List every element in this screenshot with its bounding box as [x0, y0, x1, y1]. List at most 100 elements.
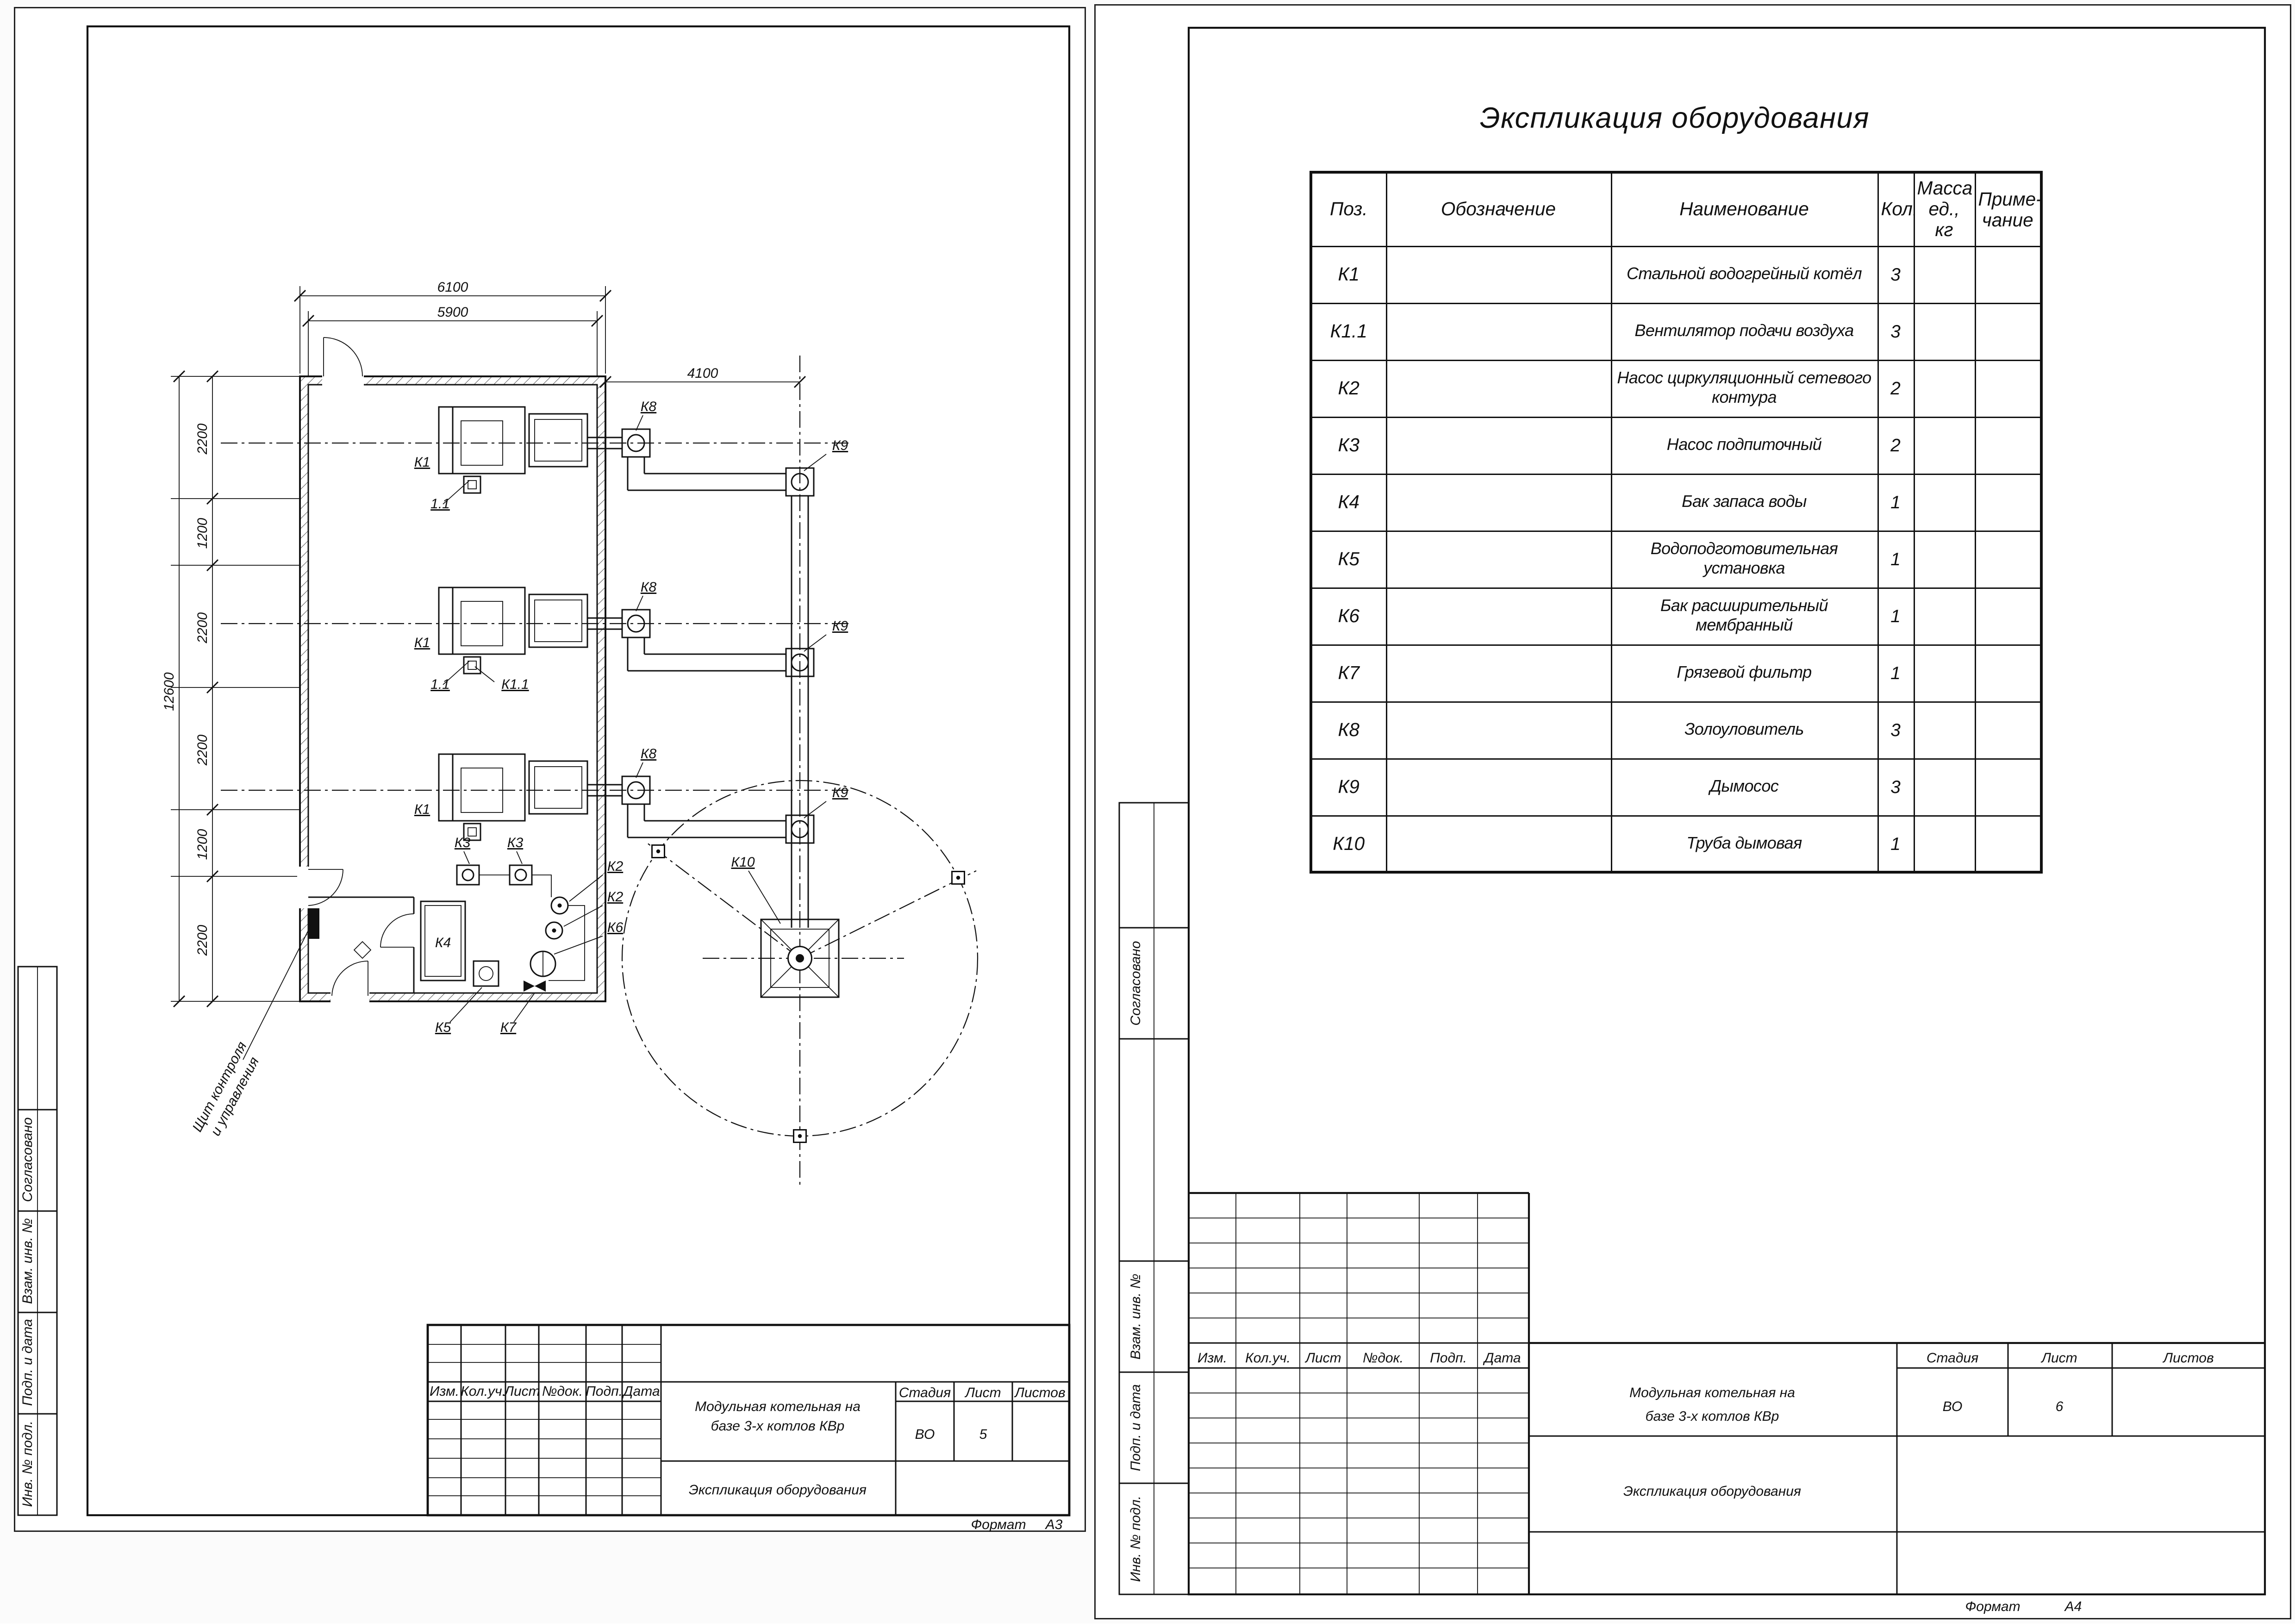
spec-cell: К7 [1310, 643, 1387, 702]
col-data: Дата [622, 1384, 660, 1399]
spec-cell: Насос подпиточный [1610, 416, 1878, 475]
spec-cell [1974, 814, 2042, 873]
stage-value: ВО [915, 1427, 935, 1442]
spec-cell [1913, 416, 1976, 475]
sheet-number: 6 [2056, 1399, 2064, 1414]
spec-cell: 3 [1877, 757, 1915, 816]
spec-cell [1974, 530, 2042, 588]
spec-cell [1974, 245, 2042, 304]
label-k8-2: К8 [641, 580, 657, 595]
spec-cell [1913, 700, 1976, 759]
project-name-line2: базе 3-х котлов КВр [711, 1418, 845, 1434]
spec-cell [1385, 530, 1612, 588]
spec-cell: 1 [1877, 814, 1915, 873]
spec-cell: Вентилятор подачи воздуха [1610, 302, 1878, 361]
format-label: Формат [1965, 1599, 2020, 1614]
side-label-podp-data: Подп. и дата [20, 1319, 35, 1406]
col-izm: Изм. [430, 1384, 459, 1399]
label-k1-2: К1 [414, 635, 430, 650]
project-name-line1: Модульная котельная на [695, 1399, 861, 1414]
plan-drawing: К1К1К11.11.1К1.1К8К8К8К9К9К9К10К3К3К2К2К… [17, 25, 1071, 1532]
spec-cell: Бак расширительный мембранный [1610, 587, 1878, 645]
dim-4100: 4100 [687, 366, 718, 381]
col-ndok: №док. [542, 1384, 583, 1399]
label-k11-ref-1: 1.1 [430, 496, 450, 512]
spec-cell [1974, 302, 2042, 361]
spec-cell [1974, 587, 2042, 645]
side-attachment-table [1118, 802, 1190, 1595]
spec-cell [1385, 757, 1612, 816]
doors [308, 337, 414, 996]
side-attachment-table [17, 966, 58, 1516]
spec-cell: К1.1 [1310, 302, 1387, 361]
spec-cell [1913, 302, 1976, 361]
flue-gas-lines [586, 428, 815, 928]
spec-cell: Бак запаса воды [1610, 473, 1878, 531]
leader-lines [243, 415, 827, 1060]
label-k10: К10 [731, 855, 755, 870]
spec-cell: 1 [1877, 643, 1915, 702]
stage-label: Стадия [899, 1385, 951, 1400]
spec-cell [1974, 643, 2042, 702]
sheet-label: Лист [2040, 1350, 2077, 1366]
doc-title: Экспликация оборудования [1623, 1484, 1801, 1499]
interior-partitions [308, 896, 418, 993]
spec-cell [1385, 416, 1612, 475]
side-label-vzam-inv: Взам. инв. № [20, 1218, 35, 1304]
project-name-line2: базе 3-х котлов КВр [1646, 1409, 1779, 1424]
spec-cell: Грязевой фильтр [1610, 643, 1878, 702]
col-podp: Подп. [586, 1384, 623, 1399]
dimensions [171, 286, 806, 1008]
spec-cell: К8 [1310, 700, 1387, 759]
building-walls [297, 374, 606, 1006]
dim-12600: 12600 [162, 672, 177, 711]
side-label-inv-podl: Инв. № подл. [20, 1421, 35, 1507]
label-k1-3: К1 [414, 802, 430, 817]
spec-cell [1913, 530, 1976, 588]
spec-col-qty: Кол. [1877, 171, 1915, 247]
spec-cell [1913, 245, 1976, 304]
dim-2200-4: 2200 [195, 924, 210, 956]
spec-cell: К4 [1310, 473, 1387, 531]
spec-cell [1385, 643, 1612, 702]
col-koluch: Кол.уч. [1245, 1350, 1291, 1366]
spec-cell [1913, 473, 1976, 531]
dim-1200-2: 1200 [195, 829, 210, 860]
spec-cell: 1 [1877, 530, 1915, 588]
col-list: Лист [503, 1384, 540, 1399]
spec-cell: Стальной водогрейный котёл [1610, 245, 1878, 304]
spec-col-name: Наименование [1610, 171, 1878, 247]
spec-cell [1385, 700, 1612, 759]
guy-wire-anchors [651, 844, 965, 1143]
label-k4: К4 [435, 935, 451, 950]
project-name-line1: Модульная котельная на [1629, 1385, 1795, 1400]
col-list: Лист [1304, 1350, 1341, 1366]
title-block [1189, 1192, 2265, 1594]
spec-cell: Золоуловитель [1610, 700, 1878, 759]
spec-cell: Насос циркуляционный сетевого контура [1610, 359, 1878, 418]
side-label-soglasovano: Согласовано [20, 1118, 35, 1202]
spec-table: Поз. Обозначение Наименование Кол. Масса… [1310, 171, 2043, 874]
spec-cell: 3 [1877, 245, 1915, 304]
label-k9-3: К9 [832, 785, 848, 800]
spec-cell: 2 [1877, 359, 1915, 418]
spec-cell [1974, 473, 2042, 531]
spec-col-designation: Обозначение [1385, 171, 1612, 247]
dim-2200-1: 2200 [195, 423, 210, 455]
spec-cell [1974, 359, 2042, 418]
pump-room-equipment [308, 864, 585, 992]
